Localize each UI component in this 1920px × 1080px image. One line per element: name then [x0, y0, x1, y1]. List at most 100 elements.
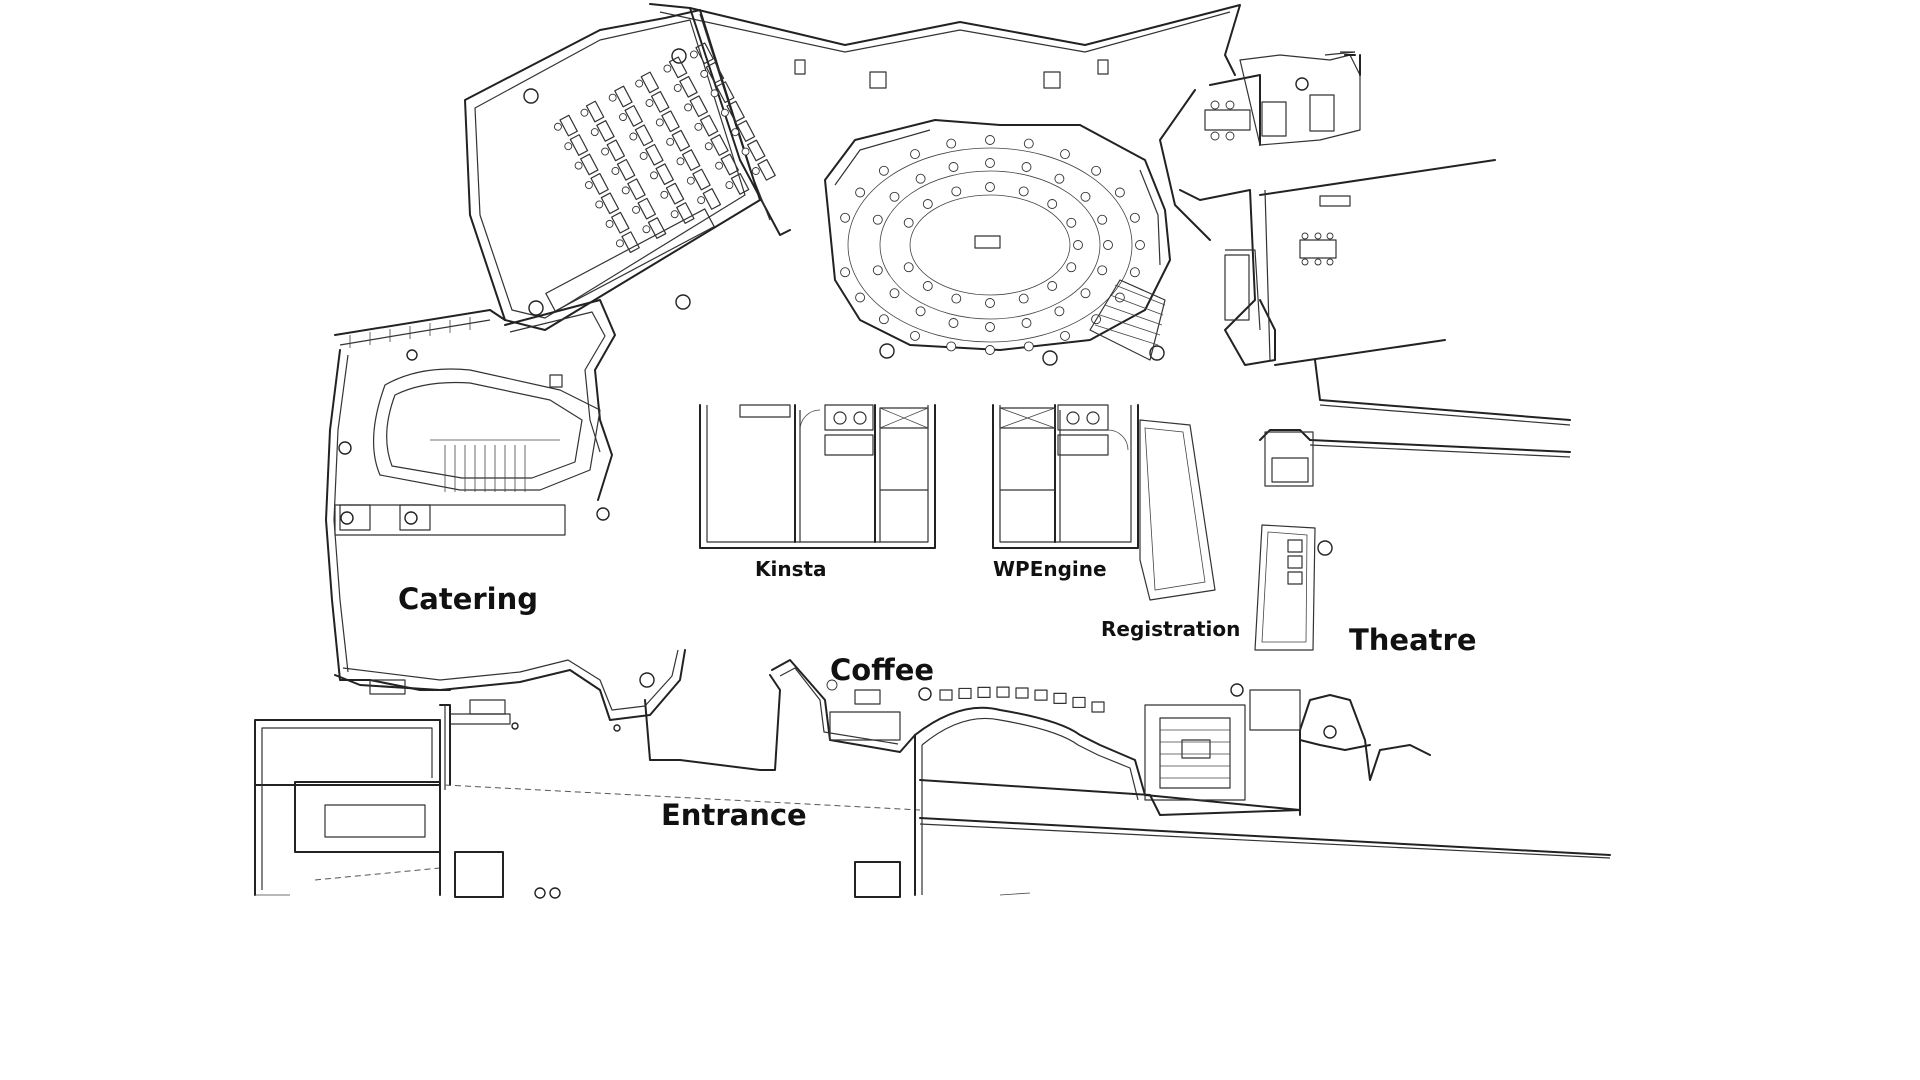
chair: [615, 239, 624, 248]
chair: [741, 147, 750, 156]
seat: [1080, 288, 1091, 299]
chair: [608, 93, 617, 102]
chair: [704, 142, 713, 151]
seat: [985, 322, 995, 332]
chair: [725, 181, 734, 190]
seat: [840, 212, 851, 223]
chair: [642, 225, 651, 234]
seat: [1091, 165, 1102, 176]
chair: [710, 89, 719, 98]
desk: [596, 120, 615, 142]
desk: [668, 56, 688, 79]
east-rooms: [1179, 159, 1571, 487]
seat: [1054, 173, 1065, 184]
desk: [747, 139, 766, 162]
south-stair: [1144, 704, 1246, 801]
seat: [1060, 149, 1070, 160]
seat: [1097, 214, 1108, 225]
chair: [639, 151, 648, 160]
desk: [757, 158, 776, 181]
bench-seat: [1091, 701, 1105, 713]
bench-seat: [996, 686, 1010, 698]
northeast-offices: [1159, 51, 1361, 241]
desk: [726, 100, 745, 123]
seat: [946, 138, 957, 149]
desk: [634, 124, 654, 147]
desk: [621, 231, 640, 254]
desk: [695, 42, 714, 65]
grand-staircase: [373, 368, 601, 492]
seat: [1021, 318, 1032, 328]
seat: [1047, 199, 1058, 209]
chair: [553, 122, 562, 131]
desk: [665, 182, 685, 205]
desk: [730, 173, 750, 195]
chair: [694, 122, 703, 131]
seat: [1129, 267, 1140, 278]
seat: [1054, 306, 1065, 317]
chair: [673, 84, 682, 92]
desk: [679, 75, 698, 98]
seat: [1060, 330, 1070, 341]
seat: [855, 292, 866, 303]
chair: [676, 157, 685, 166]
bench-seat: [939, 689, 953, 701]
chair: [619, 113, 627, 122]
seat: [903, 217, 914, 228]
desk: [655, 163, 674, 186]
seat: [951, 293, 962, 304]
seat: [855, 187, 866, 198]
chair: [635, 79, 644, 88]
desk: [590, 172, 609, 195]
seat: [1114, 187, 1125, 198]
map-labels: Catering Kinsta WPEngine Registration Th…: [398, 557, 1477, 832]
desk: [671, 129, 691, 152]
seat: [1080, 191, 1091, 202]
tiered-seating: [840, 135, 1145, 355]
chair: [601, 147, 610, 156]
chair: [645, 99, 654, 107]
stair-right: [1089, 279, 1166, 361]
seat: [1047, 281, 1058, 291]
chair: [670, 210, 679, 219]
seat: [985, 298, 995, 308]
label-registration: Registration: [1101, 617, 1240, 641]
seat: [910, 330, 920, 341]
chair: [580, 108, 589, 117]
seat: [840, 267, 851, 278]
seat: [922, 199, 933, 209]
theatre-kiosk: [1254, 524, 1333, 651]
desk: [699, 114, 719, 137]
seat: [915, 173, 926, 184]
desk: [720, 153, 740, 176]
seat: [985, 158, 995, 168]
desk: [647, 217, 667, 239]
label-catering: Catering: [398, 582, 538, 616]
seat: [910, 149, 920, 160]
desk: [650, 90, 670, 113]
desk: [689, 95, 709, 118]
desk: [559, 114, 578, 137]
seat: [985, 345, 995, 355]
desk: [637, 197, 657, 220]
seat: [951, 186, 962, 197]
chair: [595, 200, 604, 209]
kinsta-booth: [699, 404, 936, 549]
seat: [1066, 217, 1077, 228]
desk: [580, 153, 599, 176]
desk: [611, 211, 630, 234]
bench-seat: [1053, 692, 1067, 704]
desk: [716, 81, 735, 104]
seat: [1018, 186, 1029, 197]
seat: [1023, 138, 1034, 149]
seat: [872, 265, 883, 276]
seat: [1135, 240, 1145, 250]
chair: [629, 132, 638, 141]
catering-area: [325, 299, 686, 732]
chair: [689, 50, 698, 59]
seat: [915, 306, 926, 317]
coffee-seating-row: [939, 686, 1105, 713]
wpengine-booth: [992, 404, 1139, 549]
desk: [616, 158, 636, 181]
